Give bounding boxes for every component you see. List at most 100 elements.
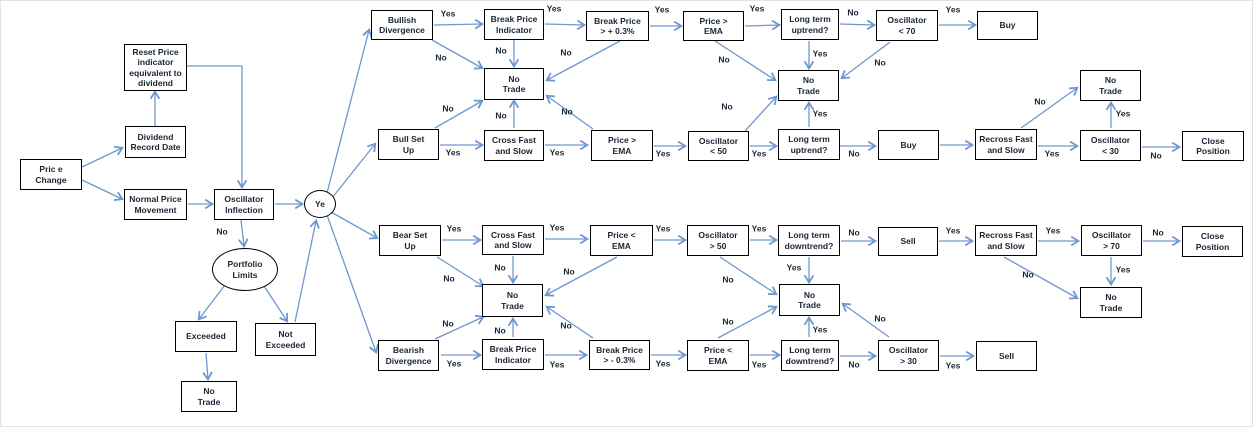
edge-label-no: No (494, 262, 506, 273)
edge-label-yes: Yes (812, 108, 828, 119)
node-no-trade-bull-far: No Trade (1080, 70, 1141, 101)
edge-label-yes: Yes (812, 324, 828, 335)
flow-arrow (1020, 86, 1079, 129)
flow-arrow (81, 146, 124, 168)
node-reset-price-indicator: Reset Price indicator equivalent to divi… (124, 44, 187, 91)
edge-label-yes: Yes (655, 358, 671, 369)
edge-label-no: No (718, 54, 730, 65)
edge-label-yes: Yes (1115, 108, 1131, 119)
edge-label-yes: Yes (654, 4, 670, 15)
node-cross-fast-slow-bull: Cross Fast and Slow (484, 130, 544, 161)
flow-arrow (326, 27, 373, 194)
flow-arrow (326, 214, 379, 355)
flow-arrow (839, 19, 877, 30)
edge-label-no: No (563, 266, 575, 277)
node-oscillator-inflection: Oscillator Inflection (214, 189, 274, 220)
edge-label-no: No (722, 316, 734, 327)
edge-label-yes: Yes (751, 223, 767, 234)
node-bearish-divergence: Bearish Divergence (378, 340, 439, 371)
node-long-term-uptrend-top: Long term uptrend? (781, 9, 839, 40)
edge-label-yes: Yes (549, 222, 565, 233)
edge-label-yes: Yes (549, 359, 565, 370)
node-price-change: Pric e Change (20, 159, 82, 190)
node-break-price-plus: Break Price > + 0.3% (586, 11, 649, 41)
flow-arrow (81, 179, 124, 201)
node-dividend-record-date: Dividend Record Date (125, 126, 186, 158)
flow-arrow (744, 20, 782, 31)
flow-arrow (841, 302, 890, 338)
flow-arrow (431, 39, 484, 70)
flow-arrow (544, 256, 618, 297)
edge-label-no: No (560, 320, 572, 331)
edge-label-yes: Yes (546, 3, 562, 14)
flow-arrow (1003, 256, 1079, 300)
edge-label-yes: Yes (1045, 225, 1061, 236)
node-normal-price-movement: Normal Price Movement (124, 189, 187, 220)
edge-label-no: No (442, 103, 454, 114)
edge-label-yes: Yes (751, 359, 767, 370)
node-close-position-bear: Close Position (1182, 226, 1243, 257)
node-close-position-bull: Close Position (1182, 131, 1244, 161)
edge-label-yes: Yes (1044, 148, 1060, 159)
edge-label-yes: Yes (446, 223, 462, 234)
node-oscillator-lt-30: Oscillator < 30 (1080, 130, 1141, 161)
edge-label-no: No (848, 359, 860, 370)
node-long-term-uptrend-mid: Long term uptrend? (778, 129, 840, 160)
edge-label-yes: Yes (812, 48, 828, 59)
edge-label-no: No (495, 45, 507, 56)
node-not-exceeded: Not Exceeded (255, 323, 316, 356)
node-oscillator-lt-50: Oscillator < 50 (688, 131, 749, 161)
node-portfolio-limits: Portfolio Limits (212, 248, 278, 291)
edge-label-yes: Yes (655, 223, 671, 234)
node-no-trade-exceeded: No Trade (181, 381, 237, 412)
edge-label-yes: Yes (440, 8, 456, 19)
edge-label-yes: Yes (446, 358, 462, 369)
flow-arrow (331, 142, 377, 199)
node-oscillator-gt-50: Oscillator > 50 (687, 225, 749, 256)
node-no-trade-bear-far: No Trade (1080, 287, 1142, 318)
edge-label-yes: Yes (945, 225, 961, 236)
flow-arrow (714, 40, 777, 82)
node-yes-circle: Ye (304, 190, 336, 218)
edge-label-no: No (1150, 150, 1162, 161)
flow-arrow (544, 19, 587, 31)
flow-arrow (238, 219, 249, 249)
flow-arrow (434, 314, 485, 340)
node-no-trade-bear-left: No Trade (482, 284, 543, 317)
flow-arrow (197, 284, 226, 321)
node-break-price-indicator-bull: Break Price Indicator (484, 9, 544, 40)
node-oscillator-gt-70: Oscillator > 70 (1081, 225, 1142, 256)
edge-label-no: No (1034, 96, 1046, 107)
node-no-trade-bear-right: No Trade (779, 284, 840, 316)
flow-arrow (717, 305, 778, 339)
node-long-term-downtrend-top: Long term downtrend? (778, 225, 840, 256)
flow-arrow (202, 352, 213, 382)
edge-label-yes: Yes (945, 360, 961, 371)
edge-label-no: No (494, 325, 506, 336)
edge-label-no: No (442, 318, 454, 329)
node-sell-bottom: Sell (976, 341, 1037, 371)
node-oscillator-gt-30: Oscillator > 30 (878, 340, 939, 371)
node-no-trade-bull-right: No Trade (778, 70, 839, 101)
node-no-trade-bull-left: No Trade (484, 68, 544, 100)
edge-label-yes: Yes (786, 262, 802, 273)
node-bear-set-up: Bear Set Up (379, 225, 441, 256)
node-recross-fast-slow-bear: Recross Fast and Slow (975, 225, 1037, 256)
node-price-gt-ema-mid: Price > EMA (591, 130, 653, 161)
node-break-price-indicator-bear: Break Price Indicator (482, 339, 544, 370)
node-buy-mid: Buy (878, 130, 939, 160)
node-oscillator-lt-70: Oscillator < 70 (876, 10, 938, 41)
node-price-gt-ema-top: Price > EMA (683, 11, 744, 41)
edge-label-no: No (847, 7, 859, 18)
flow-arrow (294, 218, 320, 323)
edge-label-yes: Yes (655, 148, 671, 159)
node-exceeded: Exceeded (175, 321, 237, 352)
edge-label-no: No (561, 106, 573, 117)
edge-label-no: No (1022, 269, 1034, 280)
edge-label-no: No (721, 101, 733, 112)
node-bullish-divergence: Bullish Divergence (371, 10, 433, 40)
node-cross-fast-slow-bear: Cross Fast and Slow (482, 225, 544, 255)
flow-arrow (330, 211, 379, 240)
edge-label-yes: Yes (549, 147, 565, 158)
